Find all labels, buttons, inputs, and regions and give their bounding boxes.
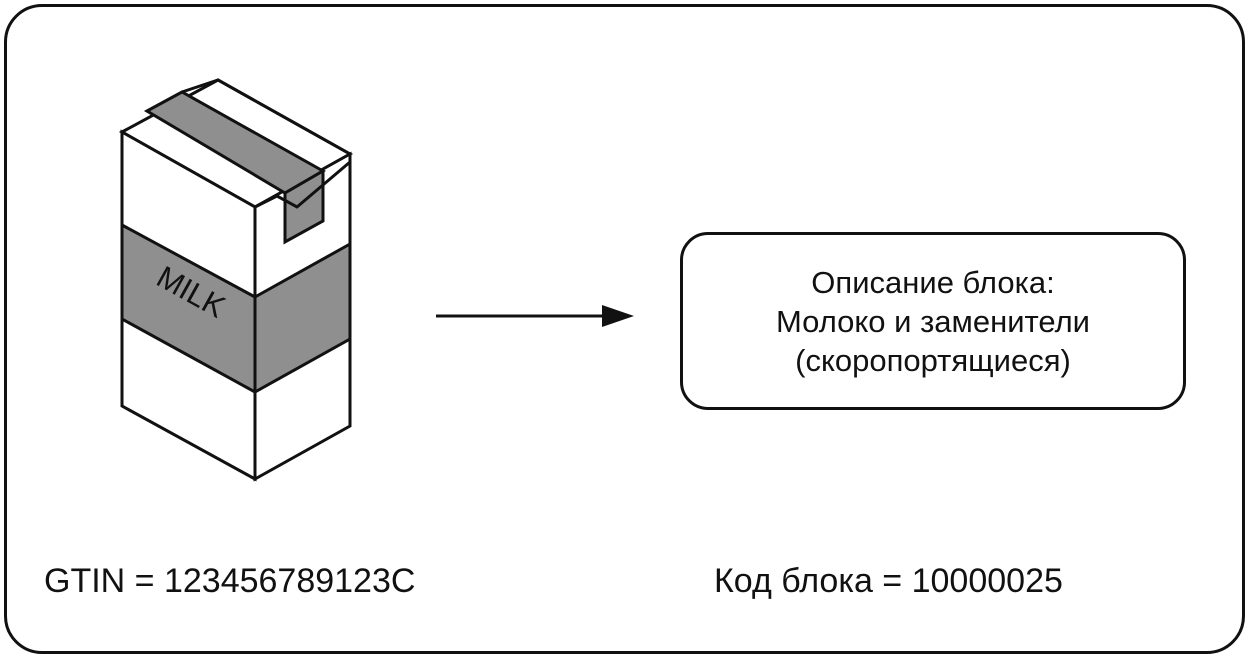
description-box: Описание блока: Молоко и заменители (ско… — [680, 232, 1186, 410]
gtin-label: GTIN = 123456789123C — [44, 560, 415, 602]
block-code-label: Код блока = 10000025 — [714, 560, 1063, 602]
arrow-head — [602, 305, 634, 327]
arrow-right-icon — [436, 305, 634, 327]
description-line-2: Молоко и заменители — [776, 302, 1090, 341]
description-line-1: Описание блока: — [811, 263, 1054, 302]
description-line-3: (скоропортящиеся) — [795, 341, 1071, 380]
milk-carton-icon: MILK — [122, 80, 350, 479]
